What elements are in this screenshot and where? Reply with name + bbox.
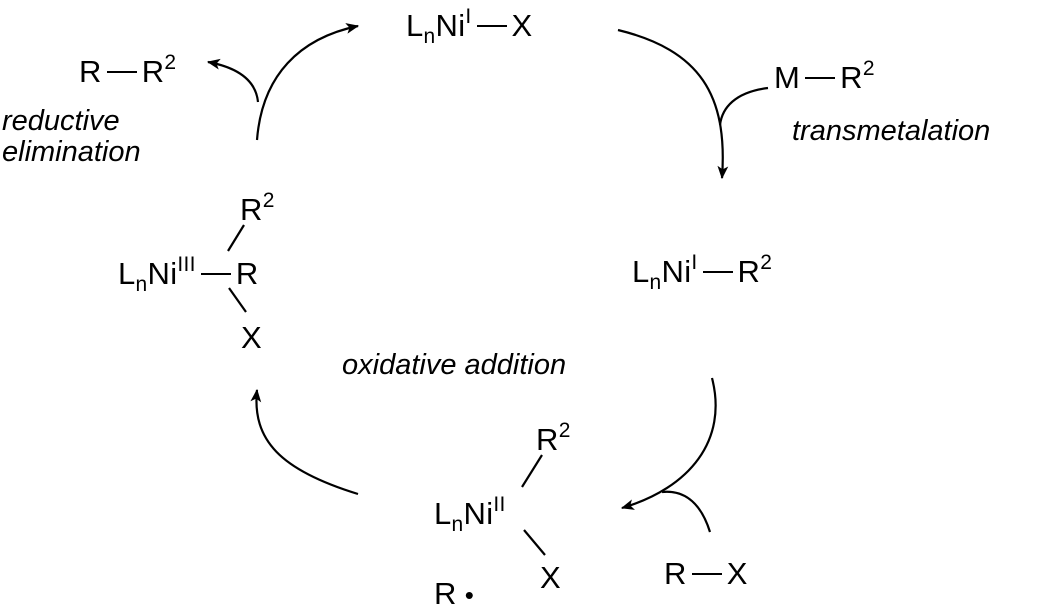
label-transmetalation: transmetalation — [792, 115, 991, 147]
bond-ni1-r2 — [702, 270, 733, 273]
arrow-rx-in — [661, 490, 712, 533]
label-oxidative-addition: oxidative addition — [342, 349, 567, 381]
arc-transmetalation — [617, 28, 729, 180]
bond-ni2-r2 — [521, 454, 543, 488]
species-ni2: LnNiII — [434, 493, 506, 536]
radical-r: R• — [434, 576, 475, 611]
bond-r-r2 — [106, 70, 137, 73]
bond-ni2-x — [523, 529, 546, 556]
arc-radical-recombination — [250, 388, 359, 496]
ni3-ligand-r2: R2 — [240, 189, 275, 227]
ni2-ligand-r2: R2 — [536, 419, 571, 457]
bond-ni3-r2 — [227, 224, 245, 252]
arrow-rr2-out — [206, 58, 260, 103]
arrow-mr2-in — [718, 86, 769, 126]
label-reductive-elimination: reductive elimination — [2, 105, 141, 168]
ni2-ligand-x: X — [540, 560, 561, 595]
arc-oxidative-addition — [620, 377, 717, 510]
arc-reductive-elimination — [255, 23, 360, 141]
bond-ni3-x — [228, 287, 247, 313]
bond-ni3-r — [200, 272, 231, 275]
bond-m-r2 — [805, 76, 836, 79]
bond-r-x — [691, 572, 722, 575]
bond-ni1-x — [476, 24, 507, 27]
ni3-ligand-x: X — [241, 320, 262, 355]
